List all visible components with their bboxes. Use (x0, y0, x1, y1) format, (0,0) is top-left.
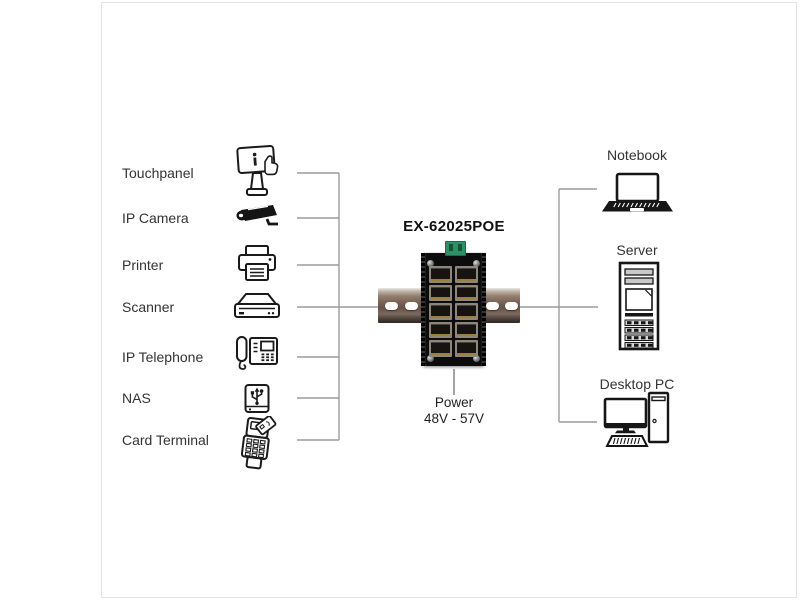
corner-screw (427, 355, 434, 362)
heatsink-fins (482, 253, 486, 366)
corner-screw (473, 355, 480, 362)
rail-slot (405, 302, 418, 310)
rj45-port (429, 321, 452, 339)
corner-screw (427, 260, 434, 267)
touchpanel-icon (236, 144, 279, 196)
rail-slot (505, 302, 518, 310)
label-desktop-pc: Desktop PC (599, 376, 675, 392)
notebook-icon (602, 172, 673, 212)
rj45-port-grid (429, 266, 478, 357)
rj45-port (429, 284, 452, 302)
label-printer: Printer (122, 257, 164, 273)
label-ip-telephone: IP Telephone (122, 349, 204, 365)
server-icon (618, 261, 660, 351)
rj45-port (455, 321, 478, 339)
ip-telephone-icon (236, 336, 278, 370)
desktop-pc-icon (603, 391, 670, 447)
rj45-port (455, 284, 478, 302)
rail-slot (385, 302, 398, 310)
rj45-port (429, 340, 452, 357)
rj45-port (455, 340, 478, 357)
label-scanner: Scanner (122, 299, 175, 315)
power-annotation: Power 48V - 57V (404, 395, 504, 427)
label-server: Server (616, 242, 658, 258)
corner-screw (473, 260, 480, 267)
label-ip-camera: IP Camera (122, 210, 189, 226)
rj45-port (455, 266, 478, 283)
nas-icon (244, 384, 270, 413)
rj45-port (455, 303, 478, 320)
switch-model-title: EX-62025POE (403, 218, 505, 235)
poe-switch-device (421, 241, 486, 366)
rj45-port (429, 303, 452, 320)
rail-slot (486, 302, 499, 310)
power-label: Power (434, 395, 474, 410)
label-notebook: Notebook (607, 147, 667, 163)
rj45-port (429, 266, 452, 283)
power-terminal-block (445, 241, 466, 256)
label-nas: NAS (122, 390, 151, 406)
scanner-icon (234, 293, 280, 318)
ip-camera-icon (236, 205, 278, 226)
power-voltage-range: 48V - 57V (423, 411, 485, 426)
heatsink-fins (421, 253, 425, 366)
card-terminal-icon (240, 416, 277, 470)
label-card-terminal: Card Terminal (122, 432, 209, 448)
printer-icon (238, 245, 276, 281)
label-touchpanel: Touchpanel (122, 165, 194, 181)
